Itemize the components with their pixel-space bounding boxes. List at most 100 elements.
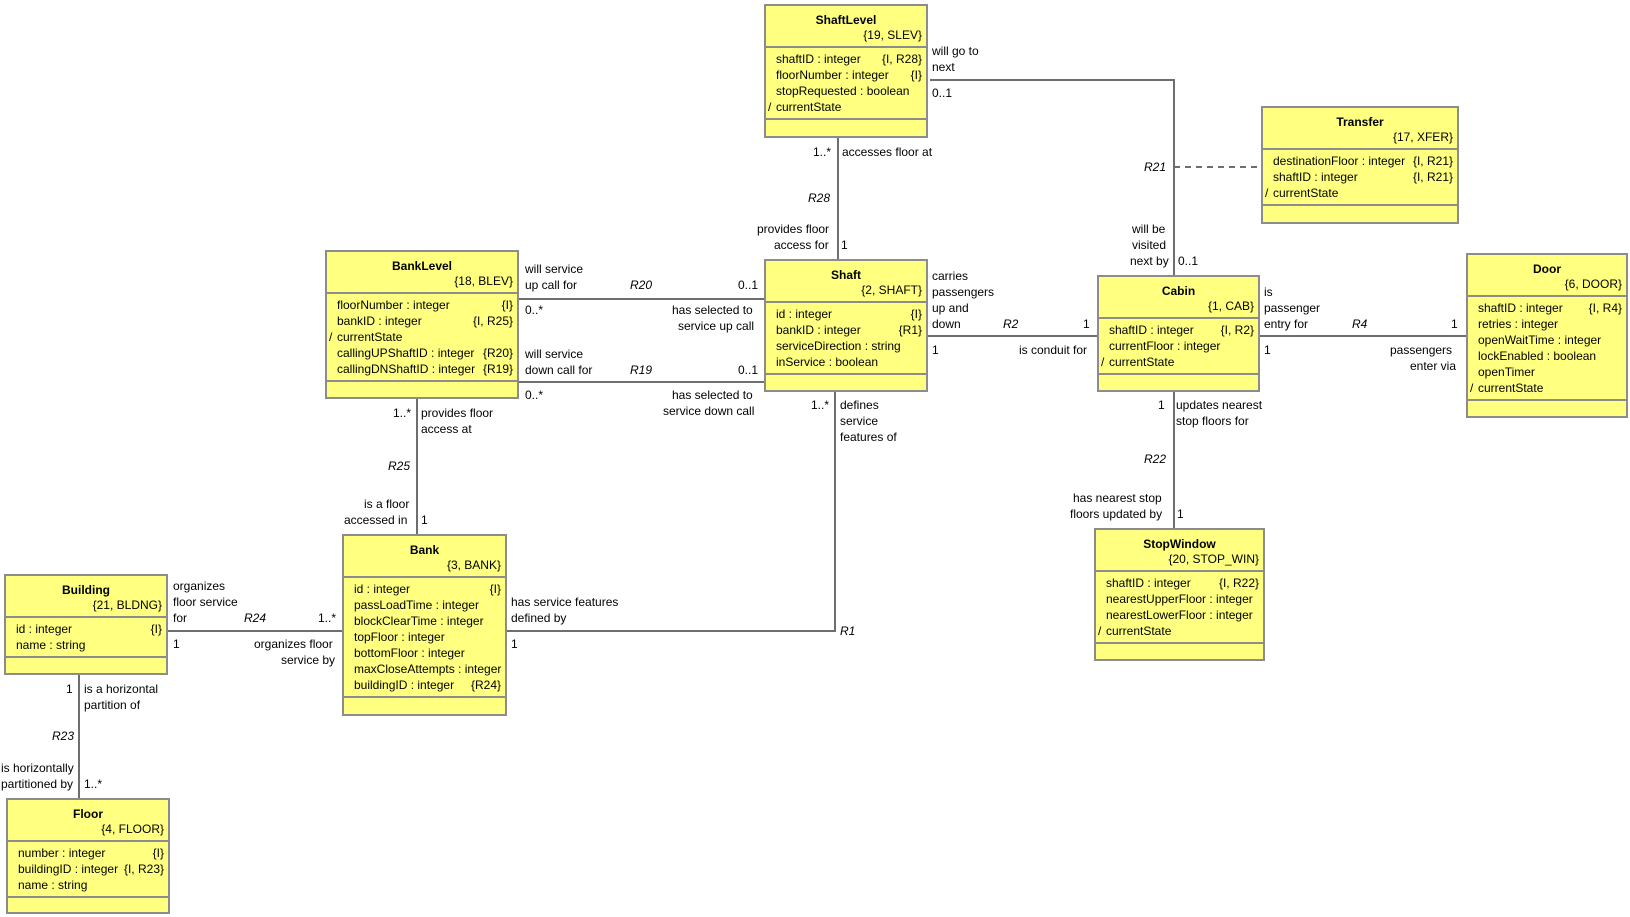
class-stopwindow[interactable]: StopWindow {20, STOP_WIN} shaftID : inte… (1094, 528, 1265, 661)
r20-phrase-left: up call for (525, 278, 578, 292)
class-key-letters: {21, BLDNG} (92, 598, 162, 612)
class-header: StopWindow {20, STOP_WIN} (1096, 530, 1263, 572)
attribute-compartment: shaftID : integer{I, R22} nearestUpperFl… (1096, 572, 1263, 644)
r21-line (930, 79, 1175, 275)
attribute: currentFloor : integer (1109, 339, 1221, 353)
r4-multiplicity-left: 1 (1264, 343, 1271, 357)
class-name: StopWindow (1143, 537, 1216, 551)
r21-phrase-bottom: will be (1132, 222, 1166, 236)
r4-phrase-right: enter via (1410, 359, 1457, 373)
class-name: Cabin (1161, 284, 1196, 298)
r2-multiplicity-right: 1 (1083, 317, 1090, 331)
r24-phrase-left: floor service (173, 595, 238, 609)
class-name: Shaft (831, 268, 861, 282)
r19-multiplicity-left: 0..* (525, 388, 544, 402)
class-transfer[interactable]: Transfer {17, XFER} destinationFloor : i… (1261, 106, 1459, 224)
r19-phrase-left: down call for (525, 363, 593, 377)
r21-multiplicity-top: 0..1 (932, 86, 953, 100)
r24-phrase-right: service by (281, 653, 336, 667)
attribute: /currentState (1470, 381, 1544, 395)
r25-multiplicity-bottom: 1 (421, 513, 428, 527)
class-name: Bank (409, 543, 440, 557)
r23-phrase-top: is a horizontal (84, 682, 159, 696)
class-shaft[interactable]: Shaft {2, SHAFT} id : integer{I} bankID … (764, 259, 928, 392)
r24-phrase-right: organizes floor (254, 637, 333, 651)
class-building[interactable]: Building {21, BLDNG} id : integer{I} nam… (4, 574, 168, 675)
r28-multiplicity-bottom: 1 (841, 238, 848, 252)
class-door[interactable]: Door {6, DOOR} shaftID : integer{I, R4} … (1466, 253, 1628, 418)
class-header: Bank {3, BANK} (344, 536, 505, 578)
r25-phrase-bottom: accessed in (344, 513, 408, 527)
r24-id: R24 (244, 611, 267, 625)
attribute: name : string (18, 878, 88, 892)
attribute: id : integer{I} (776, 307, 922, 321)
r1-phrase-top: service (840, 414, 879, 428)
class-header: BankLevel {18, BLEV} (327, 252, 517, 294)
r20-phrase-right: service up call (678, 319, 755, 333)
r20-phrase-left: will service (525, 262, 584, 276)
r20-multiplicity-left: 0..* (525, 303, 544, 317)
attribute-compartment: shaftID : integer{I, R4} retries : integ… (1468, 297, 1626, 401)
r1-phrase-bottom: defined by (511, 611, 567, 625)
attribute: lockEnabled : boolean (1478, 349, 1597, 363)
attribute-compartment: shaftID : integer{I, R28} floorNumber : … (766, 48, 926, 120)
r1-phrase-top: defines (840, 398, 879, 412)
r19-phrase-right: has selected to (672, 388, 753, 402)
attribute: openWaitTime : integer (1478, 333, 1602, 347)
class-name: Building (62, 583, 110, 597)
attribute: id : integer{I} (354, 582, 501, 596)
class-key-letters: {4, FLOOR} (101, 822, 164, 836)
attribute: bottomFloor : integer (354, 646, 465, 660)
attribute: buildingID : integer{I, R23} (18, 862, 164, 876)
attribute: destinationFloor : integer{I, R21} (1273, 154, 1453, 168)
class-name: BankLevel (391, 259, 453, 273)
class-key-letters: {2, SHAFT} (861, 283, 922, 297)
r23-phrase-bottom: partitioned by (1, 777, 74, 791)
r19-id: R19 (630, 363, 653, 377)
attribute-compartment: id : integer{I} passLoadTime : integer b… (344, 578, 505, 698)
attribute: nearestUpperFloor : integer (1106, 592, 1253, 606)
class-floor[interactable]: Floor {4, FLOOR} number : integer{I} bui… (6, 798, 170, 914)
class-header: Floor {4, FLOOR} (8, 800, 168, 842)
attribute: bankID : integer{I, R25} (337, 314, 513, 328)
class-key-letters: {3, BANK} (446, 558, 501, 572)
r19-multiplicity-right: 0..1 (738, 363, 759, 377)
class-bank[interactable]: Bank {3, BANK} id : integer{I} passLoadT… (342, 534, 507, 716)
r23-multiplicity-bottom: 1..* (84, 777, 103, 791)
r22-phrase-top: updates nearest (1176, 398, 1263, 412)
r21-phrase-bottom: visited (1132, 238, 1167, 252)
r23-multiplicity-top: 1 (66, 682, 73, 696)
attribute: shaftID : integer{I, R2} (1109, 323, 1254, 337)
attribute: shaftID : integer{I, R28} (776, 52, 922, 66)
attribute-compartment: id : integer{I} name : string (6, 618, 166, 658)
class-name: Transfer (1336, 115, 1384, 129)
attribute: /currentState (1265, 186, 1339, 200)
r24-phrase-left: for (173, 611, 188, 625)
attribute: callingDNShaftID : integer{R19} (337, 362, 513, 376)
class-name: Door (1533, 262, 1561, 276)
r1-phrase-top: features of (840, 430, 897, 444)
attribute: /currentState (1098, 624, 1172, 638)
r1-id: R1 (840, 624, 856, 638)
r25-phrase-bottom: is a floor (364, 497, 410, 511)
r2-id: R2 (1003, 317, 1019, 331)
r25-phrase-top: access at (421, 422, 472, 436)
class-shaftlevel[interactable]: ShaftLevel {19, SLEV} shaftID : integer{… (764, 4, 928, 138)
attribute: blockClearTime : integer (354, 614, 484, 628)
attribute: shaftID : integer{I, R4} (1478, 301, 1622, 315)
r21-phrase-top: will go to (932, 44, 979, 58)
attribute-compartment: shaftID : integer{I, R2} currentFloor : … (1099, 319, 1258, 375)
attribute: retries : integer (1478, 317, 1559, 331)
r1-phrase-bottom: has service features (511, 595, 619, 609)
class-banklevel[interactable]: BankLevel {18, BLEV} floorNumber : integ… (325, 250, 519, 399)
class-cabin[interactable]: Cabin {1, CAB} shaftID : integer{I, R2} … (1097, 275, 1260, 392)
r23-phrase-top: partition of (84, 698, 141, 712)
r21-phrase-bottom: next by (1130, 254, 1169, 268)
attribute: id : integer{I} (16, 622, 162, 636)
r25-multiplicity-top: 1..* (393, 406, 412, 420)
r22-id: R22 (1144, 452, 1167, 466)
class-key-letters: {1, CAB} (1207, 299, 1254, 313)
r21-phrase-top: next (932, 60, 955, 74)
